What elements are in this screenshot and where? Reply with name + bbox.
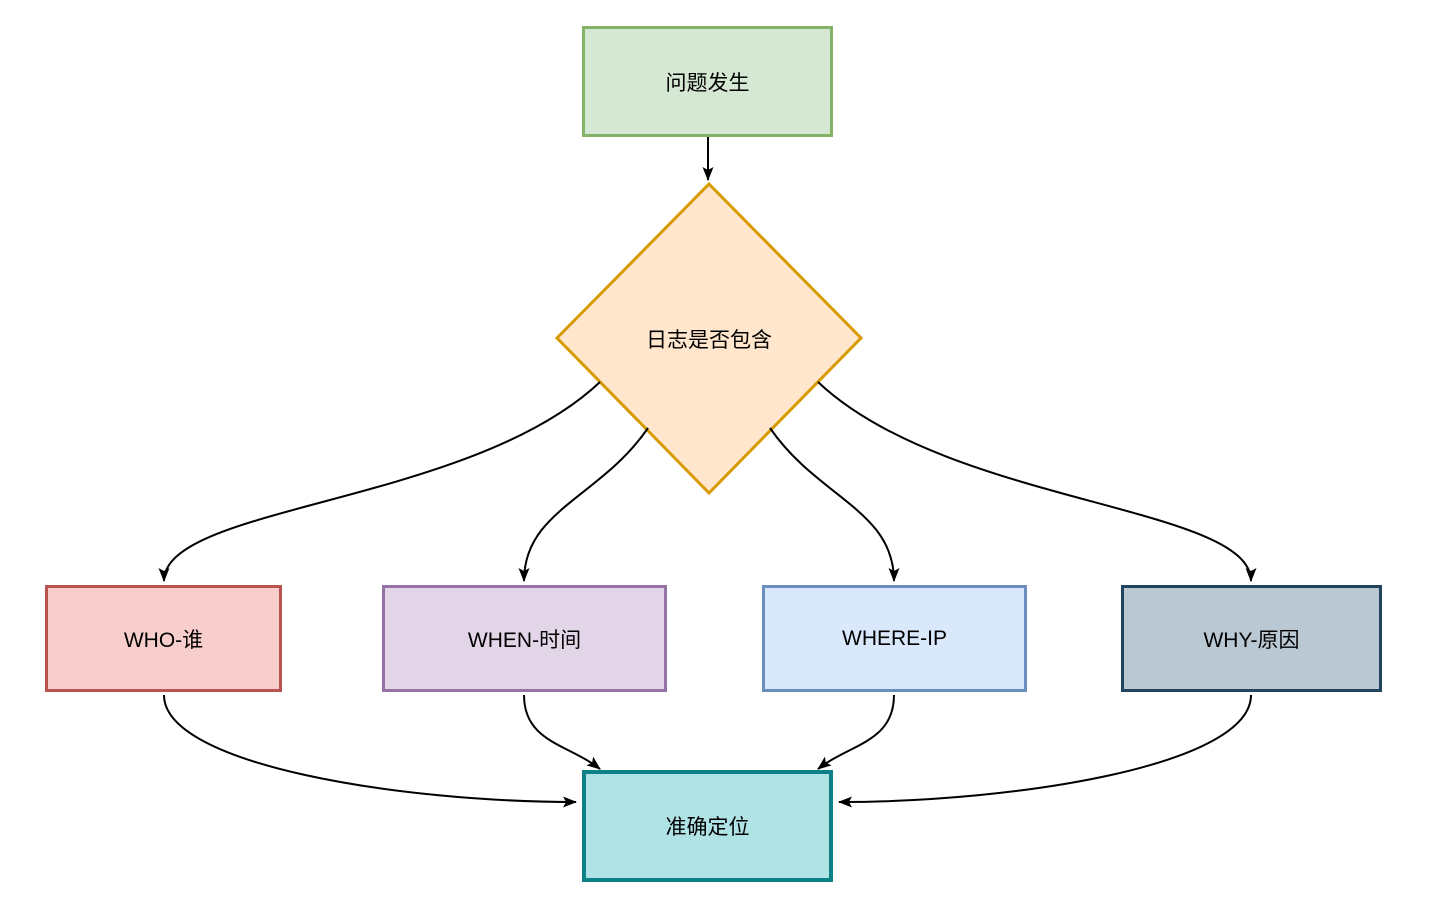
- edge-who-to-end: [163, 694, 577, 808]
- node-end-label: 准确定位: [665, 816, 750, 839]
- node-why: WHY-原因: [1121, 585, 1382, 692]
- node-decision-label: 日志是否包含: [646, 328, 772, 352]
- node-decision: 日志是否包含: [557, 184, 861, 493]
- edge-decision-to-who: [158, 381, 601, 582]
- node-start-label: 问题发生: [665, 71, 750, 95]
- node-end: 准确定位: [582, 770, 833, 882]
- node-who: WHO-谁: [45, 585, 282, 692]
- edge-when-to-end: [523, 694, 601, 770]
- node-where: WHERE-IP: [762, 585, 1027, 692]
- node-why-label: WHY-原因: [1203, 628, 1300, 652]
- node-where-label: WHERE-IP: [842, 626, 947, 650]
- node-who-label: WHO-谁: [123, 628, 204, 652]
- edge-decision-to-why: [817, 381, 1257, 582]
- node-start: 问题发生: [582, 26, 833, 137]
- node-when-label: WHEN-时间: [467, 628, 582, 652]
- node-when: WHEN-时间: [382, 585, 667, 692]
- edge-why-to-end: [838, 694, 1252, 808]
- edge-where-to-end: [817, 694, 895, 770]
